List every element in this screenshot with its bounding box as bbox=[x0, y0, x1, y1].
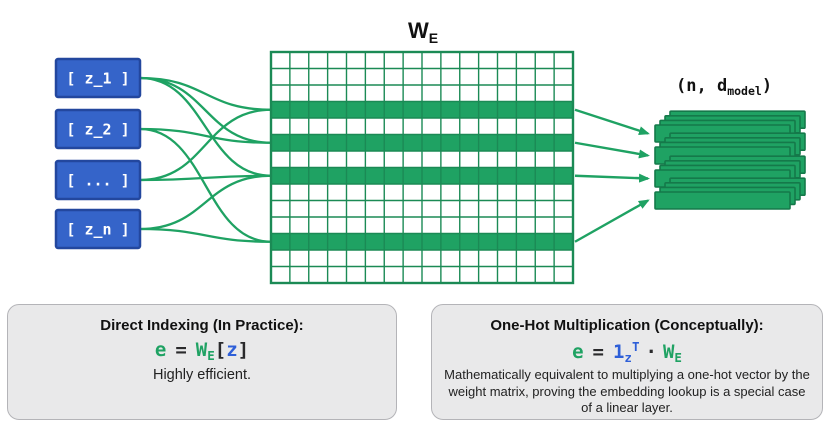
direct-indexing-title: Direct Indexing (In Practice): bbox=[100, 317, 304, 334]
formula-we: W bbox=[662, 341, 675, 363]
lookup-curve bbox=[139, 174, 272, 231]
token-box bbox=[54, 108, 142, 150]
direct-indexing-card: Direct Indexing (In Practice): e = WE[z] H… bbox=[7, 304, 397, 420]
token-label: [ z_1 ] bbox=[66, 70, 129, 88]
lookup-curve bbox=[139, 76, 272, 144]
lookup-curve bbox=[139, 227, 272, 243]
output-arrow bbox=[574, 173, 650, 183]
formula-one-sup: T bbox=[631, 339, 640, 354]
matrix-border bbox=[269, 50, 575, 285]
token-boxes: [ z_1 ] [ z_2 ] [ ... ] [ z_n ] bbox=[54, 57, 142, 250]
formula-one-sub: z bbox=[624, 350, 632, 365]
one-hot-caption: Mathematically equivalent to multiplying… bbox=[444, 367, 810, 416]
token-box bbox=[54, 57, 142, 99]
formula-z: z bbox=[226, 339, 238, 361]
output-shape-prefix: (n, d bbox=[676, 76, 727, 96]
token-to-row-curves bbox=[139, 76, 272, 243]
matrix-title-sub: E bbox=[429, 30, 438, 46]
formula-e: e bbox=[154, 339, 167, 361]
formula-lbracket: [ bbox=[214, 339, 227, 361]
token-label: [ ... ] bbox=[66, 172, 129, 190]
output-shape-label: (n, dmodel) bbox=[676, 76, 772, 98]
formula-we-sub: E bbox=[674, 350, 682, 365]
formula-equals: = bbox=[592, 341, 604, 363]
lookup-curve bbox=[139, 127, 272, 144]
direct-indexing-formula: e = WE[z] bbox=[8, 339, 396, 363]
token-box bbox=[54, 159, 142, 201]
token-label: [ z_2 ] bbox=[66, 121, 129, 139]
lookup-curve bbox=[139, 127, 272, 243]
output-embedding-stack bbox=[654, 110, 806, 210]
output-arrow bbox=[574, 108, 650, 135]
lookup-curve bbox=[139, 76, 272, 177]
output-shape-suffix: ) bbox=[762, 76, 772, 96]
formula-rbracket: ] bbox=[237, 339, 250, 361]
lookup-curve bbox=[139, 108, 272, 182]
token-box bbox=[54, 208, 142, 250]
one-hot-formula: e = 1zT ·WE bbox=[432, 339, 822, 365]
output-arrow bbox=[574, 141, 650, 159]
output-arrow bbox=[574, 199, 650, 243]
one-hot-title: One-Hot Multiplication (Conceptually): bbox=[490, 317, 764, 334]
formula-one: 1 bbox=[612, 341, 625, 363]
matrix-title: WE bbox=[408, 18, 438, 46]
formula-e: e bbox=[572, 341, 584, 363]
token-label: [ z_n ] bbox=[66, 221, 129, 239]
row-to-output-arrows bbox=[574, 108, 650, 243]
lookup-curve bbox=[139, 76, 272, 111]
direct-indexing-caption: Highly efficient. bbox=[152, 367, 252, 383]
lookup-curve bbox=[139, 174, 272, 182]
embedding-matrix bbox=[269, 50, 575, 285]
formula-equals: = bbox=[175, 339, 187, 361]
formula-dot: · bbox=[645, 341, 657, 363]
output-shape-sub: model bbox=[727, 84, 762, 98]
matrix-title-base: W bbox=[408, 18, 429, 43]
formula-we-sub: E bbox=[207, 348, 215, 363]
embedding-diagram: [ z_1 ] [ z_2 ] [ ... ] [ z_n ] WE (n, dmod… bbox=[54, 18, 806, 285]
output-bar bbox=[654, 191, 791, 210]
one-hot-card: One-Hot Multiplication (Conceptually): e… bbox=[431, 304, 823, 420]
formula-we: W bbox=[195, 339, 208, 361]
